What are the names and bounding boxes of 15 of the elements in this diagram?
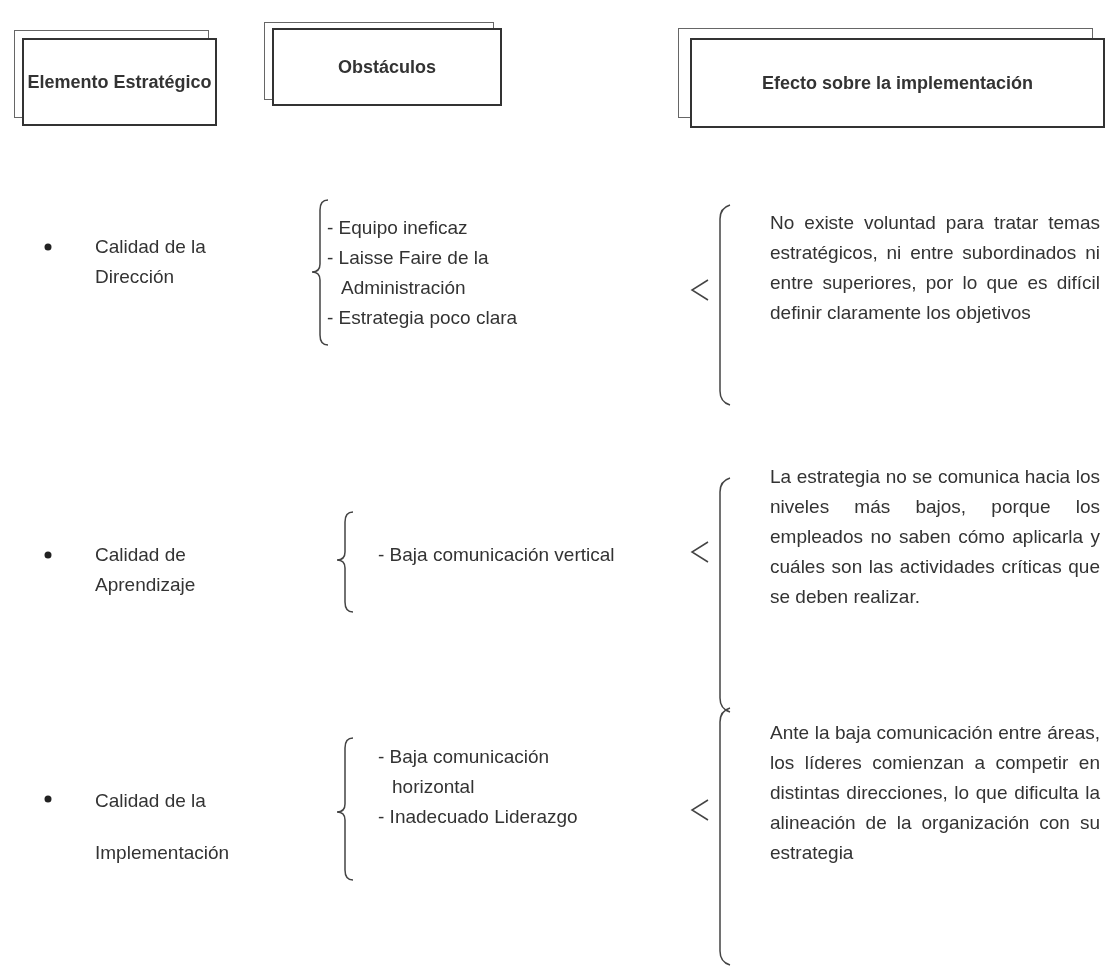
element-label: Calidad de la Dirección bbox=[95, 235, 207, 289]
header-box: Efecto sobre la implementación bbox=[690, 38, 1105, 128]
header-box: Elemento Estratégico bbox=[22, 38, 217, 126]
obstacle-item: - Equipo ineficaz bbox=[327, 216, 469, 240]
effect-paragraph: No existe voluntad para tratar temas estratégicos, ni entre subordinados ni entre superiores, por lo que es difícil definir claramente los objetivos bbox=[770, 211, 1100, 325]
effect-paragraph: Ante la baja comunicación entre áreas, los líderes comienzan a competir en distintas direcciones, lo que dificulta la alineación de la organización con su estrategia bbox=[770, 721, 1100, 865]
obstacle-item: - Laisse Faire de la Administración bbox=[327, 246, 490, 300]
obstacle-item: - Baja comunicación vertical bbox=[378, 543, 616, 567]
header-box: Obstáculos bbox=[272, 28, 502, 106]
effect-paragraph: La estrategia no se comunica hacia los niveles más bajos, porque los empleados no saben cómo aplicarla y cuáles son las actividades críticas que se deben realizar. bbox=[770, 465, 1100, 609]
element-label: Calidad de Aprendizaje bbox=[95, 543, 197, 597]
obstacle-item: - Estrategia poco clara bbox=[327, 306, 519, 330]
obstacle-item: - Baja comunicación horizontal bbox=[378, 745, 551, 799]
obstacle-item: - Inadecuado Liderazgo bbox=[378, 805, 579, 829]
element-label: Calidad de la Implementación bbox=[95, 789, 231, 865]
